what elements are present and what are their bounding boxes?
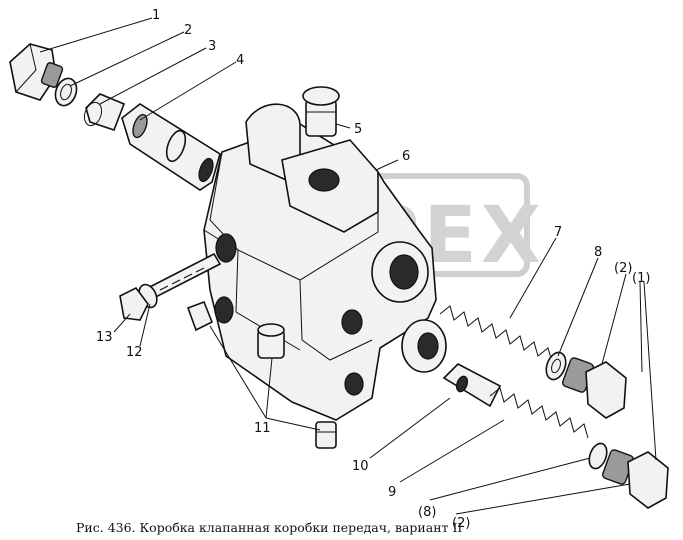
bolt-12 <box>138 252 222 309</box>
label-10: 10 <box>352 459 369 474</box>
label-2: 2 <box>184 23 192 38</box>
label-12: 12 <box>126 345 143 360</box>
label-11: 11 <box>254 421 271 436</box>
studs-11 <box>186 300 337 449</box>
sleeve-3 <box>83 93 126 132</box>
figure-caption: Рис. 436. Коробка клапанная коробки пере… <box>76 520 462 535</box>
sleeve-10 <box>442 363 502 408</box>
lower-nut <box>602 449 669 509</box>
spring-7 <box>439 305 553 363</box>
washer-lower <box>588 442 608 470</box>
label-1: 1 <box>152 8 160 23</box>
label-5: 5 <box>354 122 362 137</box>
label-13: 13 <box>96 330 113 345</box>
bolt-head-13 <box>119 286 149 321</box>
label-7: 7 <box>554 225 562 240</box>
nut-1 <box>9 43 64 101</box>
label-6: 6 <box>402 149 410 164</box>
label-8-paren: (8) <box>418 505 436 520</box>
label-1-paren: (1) <box>632 271 650 286</box>
label-2-paren-bottom: (2) <box>452 516 470 531</box>
leader-lines <box>39 17 657 515</box>
washer-8 <box>545 351 567 381</box>
label-8: 8 <box>594 245 602 260</box>
plug-5 <box>302 86 340 137</box>
label-4: 4 <box>236 53 244 68</box>
upper-nut <box>562 357 627 419</box>
label-9: 9 <box>388 485 396 500</box>
label-2-paren-top: (2) <box>614 261 632 276</box>
spring-9 <box>489 387 589 439</box>
piston-4 <box>121 103 221 191</box>
label-3: 3 <box>208 39 216 54</box>
